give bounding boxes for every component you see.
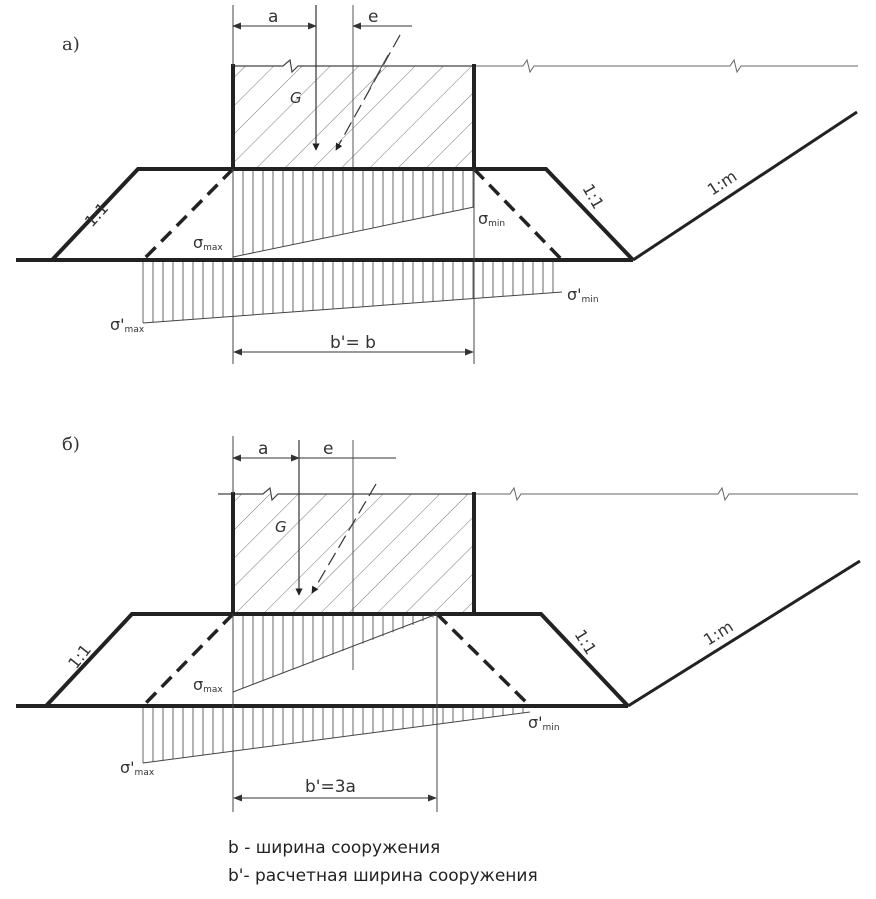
top-line-b-left [218,486,474,502]
sigma-max-a: σmax [193,233,223,253]
stress-a-top-edge [232,206,475,258]
stress-diagram-a-bottom [142,262,554,323]
sigma-prime-min-a: σ'min [567,285,599,305]
top-line-a-left [233,58,474,74]
stress-diagram-b-bottom [142,708,524,763]
dim-b-label-a: b'= b [330,333,376,353]
sigma-min-a: σmin [478,209,505,229]
embankment-a [50,167,635,262]
panel-a: а) a e G 1:m 1:1 1:1 σmax [16,5,858,364]
sigma-prime-min-b: σ'min [528,713,560,733]
resultant-arrow-a [335,34,401,151]
stress-b-top-edge [232,613,438,693]
sigma-prime-max-a: σ'max [110,315,145,335]
resultant-arrow-b [311,483,377,594]
force-g-label-b: G [275,518,287,536]
panel-b-letter: б) [62,434,80,455]
dim-b-label-b: b'=3a [305,777,356,797]
slope-left-label-b: 1:1 [64,640,95,672]
legend-b-prime: b'- расчетная ширина сооружения [228,866,538,886]
panel-b: б) a e G 1:m 1:1 1:1 σmax σ'min σ'max [16,434,861,812]
top-line-a-right [474,58,858,74]
stress-b-bottom-edge [142,711,531,764]
resultant-tail-a [369,54,389,89]
sigma-prime-max-b: σ'max [120,758,155,778]
stress-diagram-a-top [232,171,474,257]
spread-right-b [435,612,532,708]
slope-right-label-b: 1:1 [571,626,601,658]
slope-m-label-b: 1:m [700,617,736,650]
stress-a-bottom-edge [142,291,563,324]
top-line-b-right [474,486,858,502]
panel-a-letter: а) [62,34,80,55]
natural-slope-b [627,559,861,708]
dim-e-label: e [368,7,378,27]
dim-a-label: a [268,7,278,27]
force-g-label-a: G [290,89,302,107]
natural-slope-a [632,110,858,262]
dim-a-label-b: a [258,439,268,459]
embankment-b [44,612,630,708]
legend-b: b - ширина сооружения [228,838,441,858]
sigma-max-b: σmax [193,675,223,695]
dim-e-label-b: e [323,439,333,459]
